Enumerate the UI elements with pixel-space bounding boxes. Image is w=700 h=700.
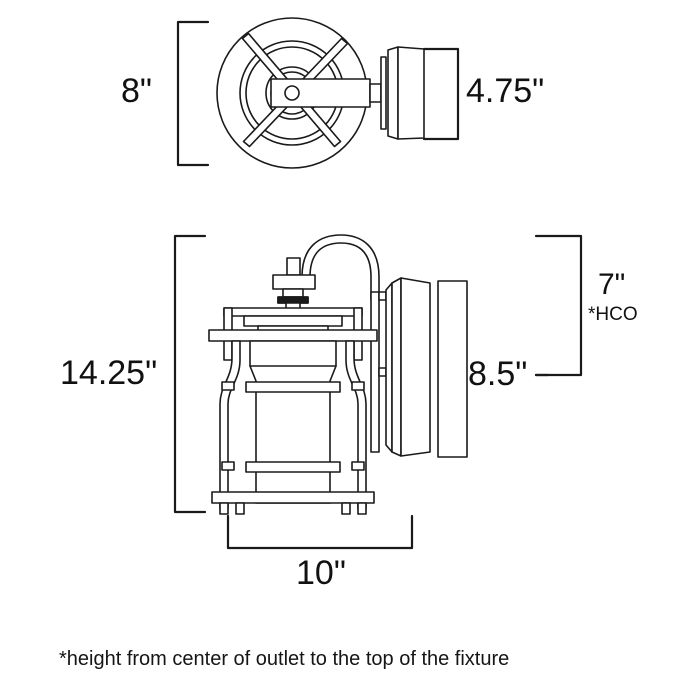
dimension-label-outlet-note: *HCO [588, 304, 638, 325]
lantern-shelf-plate [208, 329, 378, 342]
dimension-bracket-10in [226, 514, 414, 550]
dimension-bracket-475in [422, 47, 460, 141]
dimension-label-top-depth: 4.75" [466, 72, 545, 110]
dimension-bracket-8in [176, 20, 210, 167]
lantern-base-plate [211, 491, 375, 515]
dimension-bracket-7in [534, 234, 583, 377]
dimension-bracket-1425in [173, 234, 207, 514]
top-wall-plate [380, 46, 425, 140]
top-center-hole [284, 85, 300, 101]
dimension-label-top-height: 8" [121, 72, 152, 110]
top-mounting-arm [270, 78, 382, 108]
dimension-label-width: 10" [296, 554, 346, 592]
top-view-fixture [216, 17, 382, 169]
dimension-label-overall-height: 14.25" [60, 354, 158, 392]
dimension-label-outlet-height: 7" [598, 268, 626, 301]
lantern-band-lower [221, 461, 365, 473]
footnote-text: *height from center of outlet to the top… [59, 648, 510, 670]
dimension-label-body-height: 8.5" [468, 355, 528, 393]
side-wall-plate [378, 277, 468, 458]
lantern-glass-shade [249, 340, 337, 504]
lantern-band-upper [221, 381, 365, 393]
